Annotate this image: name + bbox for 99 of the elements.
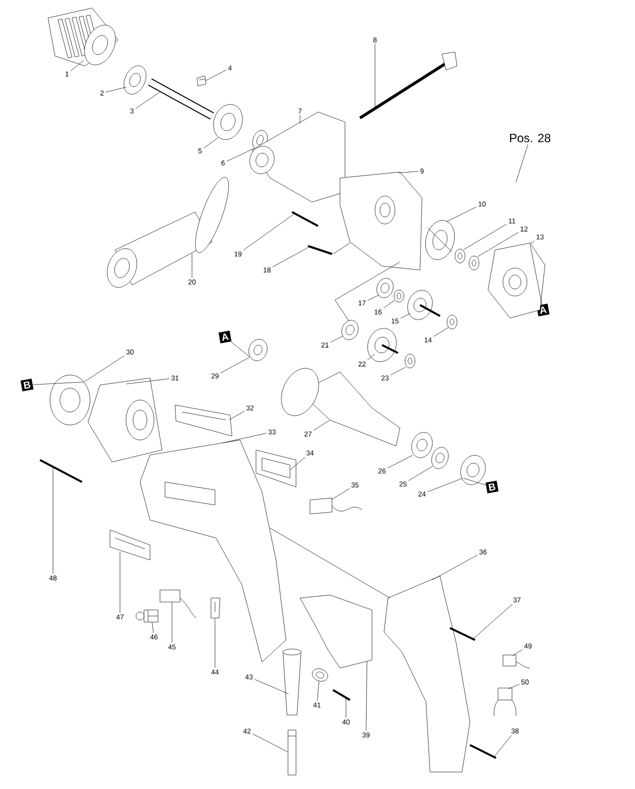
cord — [288, 730, 296, 776]
leader-line — [205, 70, 227, 81]
connector — [494, 688, 516, 716]
washer — [446, 314, 458, 330]
leader-line — [313, 420, 330, 431]
handle-cover — [384, 576, 470, 772]
connector — [502, 654, 530, 668]
leader-line — [330, 336, 343, 342]
motor-housing — [140, 440, 286, 662]
leader-line — [494, 734, 512, 757]
leader-line — [473, 604, 512, 639]
leader-line — [463, 224, 507, 250]
ball-bearing — [342, 320, 358, 340]
leader-line — [512, 649, 523, 656]
leader-line — [463, 478, 486, 486]
washer — [404, 354, 416, 368]
leader-line — [508, 684, 520, 690]
leader-line — [332, 242, 350, 254]
leader-line — [252, 734, 288, 752]
leader-line — [229, 411, 245, 420]
leader-line — [383, 300, 395, 308]
leader-line — [433, 327, 449, 337]
cord-guard — [282, 648, 302, 716]
screw — [450, 627, 476, 641]
screw — [292, 211, 318, 227]
leader-line — [272, 247, 309, 268]
leader-line — [334, 262, 400, 322]
leader-line — [331, 488, 350, 500]
leader-line — [446, 206, 477, 222]
ball-bearing — [213, 104, 243, 140]
gear — [425, 220, 455, 260]
leader-line — [152, 622, 154, 634]
leader-line — [530, 244, 542, 305]
leader-line — [84, 355, 125, 382]
leader-line — [432, 554, 478, 580]
leader-line — [226, 148, 255, 162]
gear — [367, 328, 398, 362]
washer — [394, 290, 404, 302]
leader-line — [366, 661, 368, 732]
retaining-ring — [468, 256, 480, 270]
ring — [460, 455, 486, 485]
leader-line — [390, 367, 406, 376]
leader-line — [220, 357, 250, 374]
armature — [281, 368, 400, 446]
baffle-plate — [50, 374, 90, 426]
leader-line — [270, 528, 390, 598]
ball-bearing — [431, 447, 449, 469]
leader-line — [427, 478, 463, 492]
gear-housing — [250, 112, 346, 202]
bearing-box — [340, 172, 422, 270]
position-label: Pos. 28 — [510, 134, 550, 142]
bolt — [359, 52, 458, 120]
ball-bearing — [411, 432, 433, 458]
leader-line — [477, 232, 519, 257]
leader-line — [516, 144, 528, 182]
leader-line — [367, 295, 379, 301]
cover — [174, 404, 232, 436]
screw — [332, 689, 350, 701]
washer — [124, 66, 146, 94]
leader-line — [32, 382, 84, 385]
leader-line — [105, 86, 127, 92]
label-plate — [256, 450, 296, 488]
leader-line — [530, 240, 535, 244]
leader-line — [214, 618, 216, 668]
name-plate — [110, 530, 150, 560]
brush-holder — [160, 590, 196, 618]
leader-line — [400, 313, 411, 318]
ball-bearing — [248, 339, 268, 361]
leader-line — [367, 354, 375, 360]
clamp — [312, 668, 328, 682]
carbon-brush — [136, 610, 158, 622]
washer — [454, 248, 466, 264]
bearing-plate — [488, 242, 546, 318]
chuck — [48, 8, 118, 66]
leader-line — [70, 60, 84, 72]
leader-line — [254, 679, 289, 694]
leader-line — [135, 92, 160, 109]
switch — [300, 594, 372, 668]
leader-line — [374, 44, 376, 108]
screw — [40, 459, 82, 483]
leader-line — [317, 681, 320, 702]
key — [196, 76, 206, 86]
screw — [308, 245, 332, 255]
spindle — [148, 78, 214, 120]
leader-line — [52, 467, 54, 574]
leader-line — [290, 456, 306, 470]
leader-line — [230, 342, 250, 357]
leader-line — [408, 466, 433, 481]
leader-line — [387, 455, 413, 468]
leader-line — [398, 171, 419, 174]
leader-line — [222, 433, 267, 444]
side-handle — [107, 177, 229, 288]
screw — [470, 744, 496, 759]
terminal — [210, 598, 220, 618]
pinion-gear — [407, 290, 440, 320]
leader-line — [126, 378, 170, 384]
leader-line — [243, 214, 294, 250]
leader-line — [203, 137, 219, 149]
brush-holder — [310, 498, 362, 514]
